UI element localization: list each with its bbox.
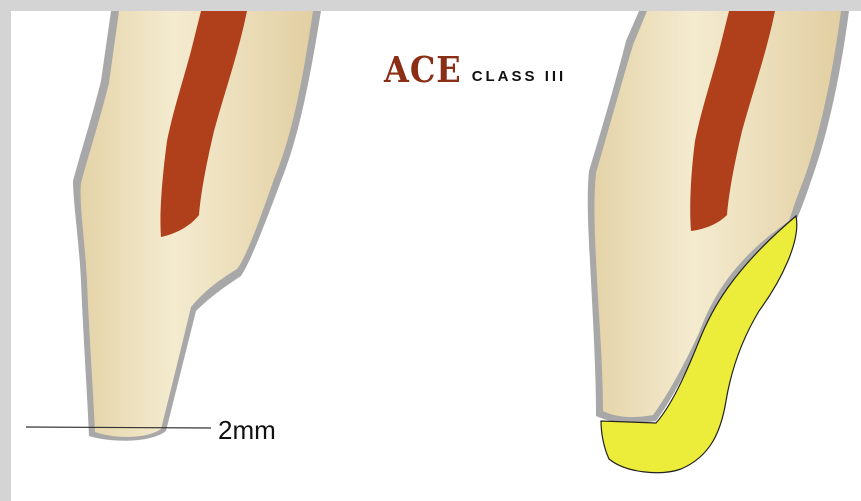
right-tooth <box>588 11 849 473</box>
diagram-title: ACE CLASS III <box>384 51 566 89</box>
measurement-label: 2mm <box>218 415 276 446</box>
measurement-line <box>26 427 211 428</box>
left-tooth <box>26 11 321 441</box>
brand-logo: ACE <box>384 49 462 91</box>
diagram-canvas: ACE CLASS III 2mm <box>11 11 861 501</box>
classification-label: CLASS III <box>472 68 567 85</box>
